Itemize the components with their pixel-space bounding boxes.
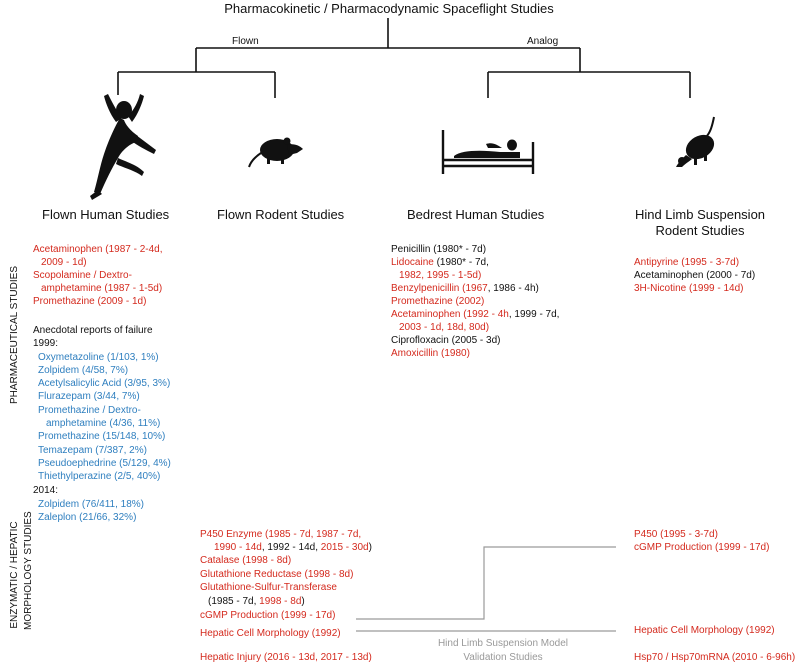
fr-gst-line1: Glutathione-Sulfur-Transferase [200, 582, 337, 593]
fh-scopolamine-1: Scopolamine / Dextro- [33, 270, 132, 281]
anecdotal-item: Pseudoephedrine (5/129, 4%) [38, 458, 171, 469]
hl-acetaminophen: Acetaminophen (2000 - 7d) [634, 270, 756, 281]
rat-icon [248, 137, 303, 168]
fr-gst-1998: 1998 - 8d [259, 596, 302, 607]
br-lidocaine-date: (1980* - 7d, [433, 257, 489, 268]
hl-nicotine: 3H-Nicotine (1999 - 14d) [634, 283, 744, 294]
anecdotal-item: Acetylsalicylic Acid (3/95, 3%) [38, 378, 171, 389]
branch-label-flown: Flown [232, 36, 259, 47]
side-label-enzymatic-line2: MORPHOLOGY STUDIES [23, 511, 34, 630]
br-amoxicillin: Amoxicillin (1980) [391, 348, 470, 359]
anecdotal-item: Promethazine / Dextro- [38, 405, 141, 416]
fh-acetaminophen-1: Acetaminophen (1987 - 2-4d, [33, 244, 163, 255]
side-label-pharmaceutical: PHARMACEUTICAL STUDIES [9, 266, 20, 404]
fr-p450-1992: , 1992 - 14d, [261, 542, 321, 553]
fh-scopolamine-2: amphetamine (1987 - 1-5d) [41, 283, 163, 294]
hl-cgmp: cGMP Production (1999 - 17d) [634, 542, 770, 553]
hl-hepatic-morphology: Hepatic Cell Morphology (1992) [634, 625, 775, 636]
fr-p450-close: ) [368, 542, 372, 553]
anecdotal-item: Oxymetazoline (1/103, 1%) [38, 352, 159, 363]
br-benzyl-red: Benzylpenicillin (1967 [391, 283, 488, 294]
anecdotal-item: Zolpidem (4/58, 7%) [38, 365, 129, 376]
br-acetaminophen-line1: Acetaminophen (1992 - 4h, 1999 - 7d, [391, 308, 559, 321]
anecdotal-item: Thiethylperazine (2/5, 40%) [38, 471, 161, 482]
column-header-bedrest: Bedrest Human Studies [407, 207, 545, 222]
br-benzyl-black: , 1986 - 4h) [487, 283, 539, 294]
anecdotal-header: Anecdotal reports of failure [33, 325, 153, 336]
fr-hepatic-injury: Hepatic Injury (2016 - 13d, 2017 - 13d) [200, 652, 372, 663]
fr-cgmp: cGMP Production (1999 - 17d) [200, 610, 336, 621]
suspended-rat-icon [676, 116, 715, 167]
anecdotal-item: Promethazine (15/148, 10%) [38, 431, 166, 442]
side-label-enzymatic-line1: ENZYMATIC / HEPATIC [9, 521, 20, 629]
validation-label-line2: Validation Studies [463, 652, 543, 663]
anecdotal-item: Zolpidem (76/411, 18%) [38, 499, 144, 510]
fr-gst-1985: (1985 - 7d, [208, 596, 260, 607]
fr-p450-line1: P450 Enzyme (1985 - 7d, 1987 - 7d, [200, 529, 362, 540]
bed-patient-icon [441, 130, 535, 174]
br-lidocaine-name: Lidocaine [391, 257, 434, 268]
anecdotal-item: Zaleplon (21/66, 32%) [38, 512, 137, 523]
br-ciprofloxacin: Ciprofloxacin (2005 - 3d) [391, 335, 501, 346]
fr-gst-close: ) [301, 596, 305, 607]
br-lidocaine-line1: Lidocaine (1980* - 7d, [391, 256, 489, 269]
fh-acetaminophen-2: 2009 - 1d) [41, 257, 87, 268]
validation-label-line1: Hind Limb Suspension Model [437, 638, 569, 649]
anecdotal-year-2014: 2014: [33, 485, 59, 496]
column-header-flown-rodent: Flown Rodent Studies [217, 207, 345, 222]
column-header-hindlimb-line2: Rodent Studies [655, 223, 745, 238]
br-promethazine: Promethazine (2002) [391, 296, 485, 307]
fh-promethazine: Promethazine (2009 - 1d) [33, 296, 147, 307]
page-title: Pharmacokinetic / Pharmacodynamic Spacef… [224, 1, 554, 16]
fr-hepatic-morphology: Hepatic Cell Morphology (1992) [200, 628, 341, 639]
anecdotal-item: Flurazepam (3/44, 7%) [38, 391, 140, 402]
br-benzylpenicillin: Benzylpenicillin (1967, 1986 - 4h) [391, 282, 539, 295]
falling-human-icon [90, 94, 156, 200]
column-header-flown-human: Flown Human Studies [42, 207, 170, 222]
br-acet-black: , 1999 - 7d, [508, 309, 560, 320]
anecdotal-item: Temazepam (7/387, 2%) [38, 445, 147, 456]
validation-connectors [356, 546, 616, 632]
fr-p450-line2: 1990 - 14d, 1992 - 14d, 2015 - 30d) [214, 541, 372, 554]
column-header-hindlimb-line1: Hind Limb Suspension [634, 207, 766, 222]
anecdotal-year-1999: 1999: [33, 338, 59, 349]
fr-gst-line2: (1985 - 7d, 1998 - 8d) [208, 595, 305, 608]
fr-glutathione-reductase: Glutathione Reductase (1998 - 8d) [200, 569, 354, 580]
br-lidocaine-line2: 1982, 1995 - 1-5d) [399, 270, 482, 281]
fr-p450-2015: 2015 - 30d [320, 542, 369, 553]
hl-hsp70: Hsp70 / Hsp70mRNA (2010 - 6-96h) [634, 652, 796, 663]
br-penicillin: Penicillin (1980* - 7d) [391, 244, 487, 255]
hl-p450: P450 (1995 - 3-7d) [634, 529, 718, 540]
branch-label-analog: Analog [527, 36, 559, 47]
cgmp-connector [356, 546, 616, 620]
br-acetaminophen-line2: 2003 - 1d, 18d, 80d) [399, 322, 490, 333]
fr-p450-1990: 1990 - 14d [214, 542, 262, 553]
br-acet-red: Acetaminophen (1992 - 4h [391, 309, 509, 320]
anecdotal-item: amphetamine (4/36, 11%) [46, 418, 161, 429]
hl-antipyrine: Antipyrine (1995 - 3-7d) [634, 257, 740, 268]
fr-catalase: Catalase (1998 - 8d) [200, 555, 292, 566]
